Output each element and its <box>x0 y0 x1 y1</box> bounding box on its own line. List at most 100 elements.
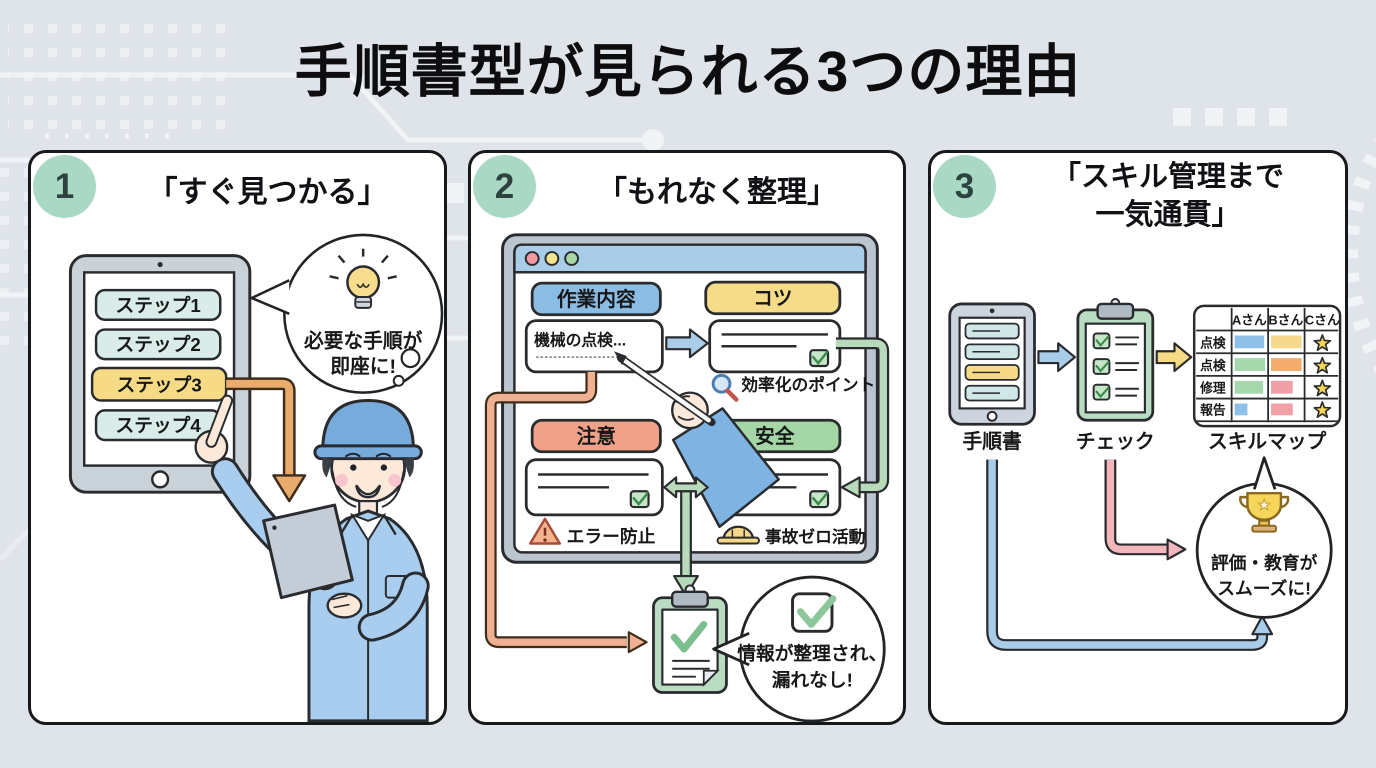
panel2-number: 2 <box>494 166 515 206</box>
panel-reason-2: 2 「もれなく整理」 作業内容 コツ 機械の点検... <box>468 150 906 725</box>
row-label-4: 報告 <box>1200 402 1226 417</box>
star-icon <box>1313 334 1332 352</box>
page-title: 手順書型が見られる3つの理由 <box>294 40 1082 104</box>
orange-arrow <box>226 377 307 503</box>
checklist-row <box>1092 383 1139 401</box>
work-text-box: 機械の点検... <box>524 319 664 374</box>
tips-content-box <box>708 319 842 374</box>
pink-arrow <box>1104 459 1187 561</box>
panel3-title-line1: 「スキル管理まで <box>1051 161 1284 193</box>
row-label-1: 点検 <box>1200 335 1226 350</box>
row-label-3: 修理 <box>1199 381 1226 396</box>
skill-bar <box>1234 358 1266 371</box>
step-button-2 <box>94 328 222 361</box>
window-maximize-dot <box>564 251 579 266</box>
star-icon <box>1313 356 1332 374</box>
blue-arrow-right <box>665 328 709 359</box>
skill-bar <box>1234 335 1265 349</box>
col-header-a: Aさん <box>1232 313 1267 328</box>
checklist-row <box>1092 358 1139 375</box>
result-bubble: 評価・教育が スムーズに! <box>1195 456 1333 619</box>
check-icon <box>670 620 708 653</box>
skill-bar <box>1234 380 1264 394</box>
writing-hand-illustration <box>614 351 780 528</box>
panel-reason-3: 3 「スキル管理まで 一気通貫」 手順書 <box>928 150 1348 725</box>
green-sync-arrows <box>663 476 709 597</box>
manual-label: 手順書 <box>963 430 1022 453</box>
panel1-illustration: ステップ1 ステップ2 ステップ3 ステップ4 <box>68 233 444 722</box>
salmon-loop-arrow <box>484 371 648 654</box>
bubble-text-line2: 即座に! <box>330 355 396 378</box>
bubble-text-line1: 評価・教育が <box>1211 552 1318 573</box>
step-label-2: ステップ2 <box>116 334 201 355</box>
checkbox-icon <box>629 490 650 509</box>
tips-label <box>704 280 842 316</box>
error-prevention-note: エラー防止 <box>528 517 656 547</box>
check-clipboard-icon <box>1076 298 1155 422</box>
row-label-2: 点検 <box>1200 358 1226 373</box>
green-loop-arrow <box>835 337 890 499</box>
checkbox-icon <box>809 349 830 368</box>
panel-reason-1: 1 「すぐ見つかる」 ステップ1 ステップ2 ステップ3 ステップ4 <box>28 150 447 725</box>
blue-arrow-icon <box>1037 342 1076 373</box>
bubble-text-line1: 情報が整理され、 <box>737 643 887 664</box>
safety-text: 安全 <box>755 425 795 448</box>
check-label: チェック <box>1076 431 1155 453</box>
helmet-icon <box>321 399 415 452</box>
browser-titlebar <box>513 243 867 274</box>
blue-loop-arrow <box>986 459 1274 651</box>
panel2-title: 「もれなく整理」 <box>597 176 837 209</box>
col-header-c: Cさん <box>1305 313 1340 328</box>
panel2-number-badge: 2 <box>473 155 536 218</box>
caution-content-box <box>524 458 664 517</box>
bubble-text-line1: 必要な手順が <box>303 329 423 352</box>
zero-accident-note: 事故ゼロ活動 <box>716 525 866 547</box>
window-minimize-dot <box>544 251 560 266</box>
step-label-4: ステップ4 <box>116 415 202 436</box>
step-button-1 <box>94 288 222 321</box>
helmet-icon <box>716 525 760 545</box>
skill-bar <box>1271 403 1293 416</box>
work-input-text: 機械の点検... <box>534 330 626 349</box>
tips-text: コツ <box>753 288 792 310</box>
efficiency-note: 効率化のポイント <box>711 373 875 402</box>
worker-illustration <box>194 394 430 722</box>
trophy-icon <box>1239 491 1290 533</box>
thought-bubble: 必要な手順が 即座に! <box>250 233 444 394</box>
checklist-row <box>1092 332 1139 350</box>
lightbulb-icon <box>329 248 397 309</box>
work-content-text: 作業内容 <box>557 288 636 311</box>
checkbox-icon <box>809 490 830 509</box>
star-icon <box>1313 401 1332 419</box>
bubble-text-line2: 漏れなし! <box>772 670 853 691</box>
step-list: ステップ1 ステップ2 ステップ3 ステップ4 <box>90 288 228 442</box>
panel3-illustration: 手順書 <box>948 298 1342 651</box>
panel3-title: 「スキル管理まで 一気通貫」 <box>1001 159 1335 234</box>
step-label-3: ステップ3 <box>116 375 201 396</box>
step-label-1: ステップ1 <box>116 295 201 316</box>
panel1-number-badge: 1 <box>33 155 96 218</box>
caution-label <box>530 418 662 454</box>
skillmap-label: スキルマップ <box>1208 430 1327 453</box>
panel1-number: 1 <box>54 166 75 206</box>
clipboard-icon <box>652 584 728 694</box>
caution-text: 注意 <box>577 425 616 448</box>
magnifier-icon <box>711 373 732 394</box>
skill-map-table: Aさん Bさん Cさん 点検 点検 修理 報告 <box>1192 304 1342 428</box>
skill-bar <box>1271 380 1293 394</box>
efficiency-text: 効率化のポイント <box>741 375 875 395</box>
error-prevention-text: エラー防止 <box>567 526 656 547</box>
window-close-dot <box>524 251 540 266</box>
yellow-arrow-icon <box>1155 342 1193 373</box>
panel3-title-line2: 一気通貫」 <box>1095 198 1241 231</box>
bubble-text-line2: スムーズに! <box>1217 578 1311 599</box>
skill-bar <box>1234 403 1248 416</box>
speech-bubble: 情報が整理され、 漏れなし! <box>712 575 887 722</box>
check-square-icon <box>791 592 834 633</box>
panel1-title: 「すぐ見つかる」 <box>147 176 388 209</box>
col-header-b: Bさん <box>1268 313 1303 328</box>
panel2-illustration: 作業内容 コツ 機械の点検... 効率化のポイント 注意 安全 <box>484 233 890 722</box>
zero-accident-text: 事故ゼロ活動 <box>765 527 866 547</box>
star-icon <box>1313 379 1332 397</box>
tablet-home-button <box>151 470 170 489</box>
